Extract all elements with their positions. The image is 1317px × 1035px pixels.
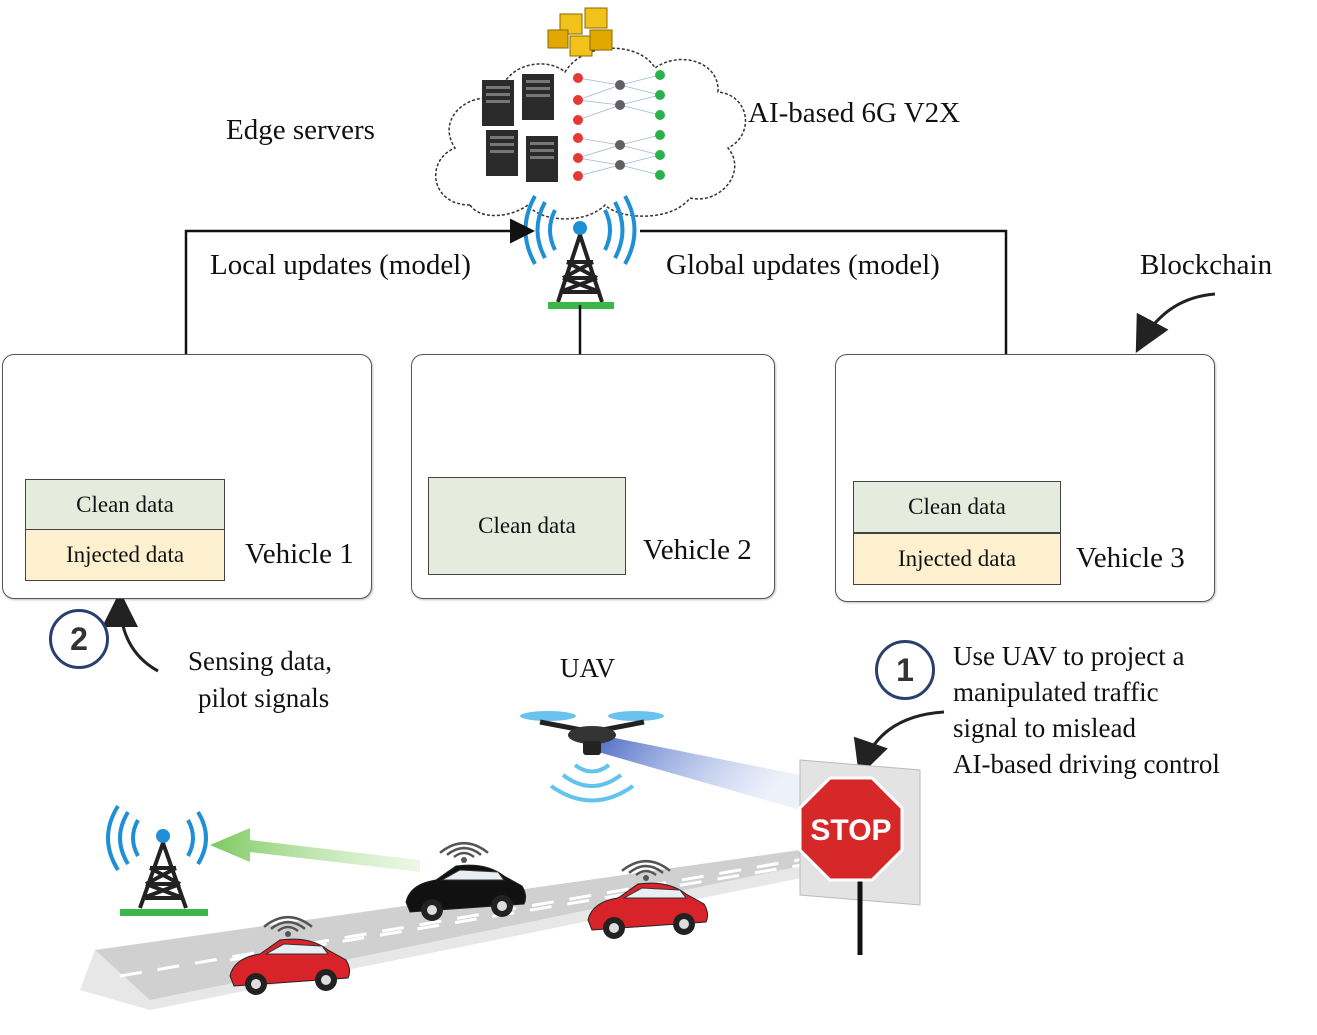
blockchain-cubes-icon [547,7,613,57]
road-car-icon [405,841,527,921]
pilot-signals-label: pilot signals [198,683,330,713]
roadside-base-station-icon [106,804,208,916]
blockchain-label: Blockchain [1140,249,1273,281]
edge-cloud [435,47,747,220]
vehicle-3-injected-data: Injected data [853,533,1061,585]
vehicle-1-clean-data: Clean data [25,479,225,531]
cloud-neural-network-icon [573,70,665,181]
step-2-badge: 2 [49,609,109,669]
local-updates-label: Local updates (model) [210,249,471,281]
vehicle-1-injected-data: Injected data [25,529,225,581]
vehicle-2-clean-data: Clean data [428,477,626,575]
ai-6g-v2x-label: AI-based 6G V2X [748,97,961,129]
road-vehicles [229,841,709,995]
vehicle-1-box: Clean data Injected data Vehicle 1 [2,354,372,599]
stop-sign-icon: STOP [798,759,921,955]
sensing-data-label: Sensing data, [188,646,332,676]
update-links [184,218,1008,355]
uplink-arrow [210,828,420,872]
attack-text-line-2: manipulated traffic [953,677,1159,707]
attack-text-line-1: Use UAV to project a [953,641,1185,671]
step-1-badge: 1 [875,640,935,700]
attack-text-line-3: signal to mislead [953,713,1136,743]
stop-sign-text: STOP [810,814,891,847]
attack-text-line-4: AI-based driving control [953,749,1220,779]
vehicle-1-label: Vehicle 1 [245,538,354,570]
vehicle-2-box: Clean data Vehicle 2 [411,354,775,599]
uav-label: UAV [560,653,616,683]
attack-arrow [853,710,945,777]
vehicle-3-clean-data: Clean data [853,481,1061,533]
vehicle-3-box: Clean data Injected data Vehicle 3 [835,354,1215,602]
road-car-icon [229,915,351,995]
global-updates-label: Global updates (model) [666,249,940,281]
vehicle-2-label: Vehicle 2 [643,534,752,566]
edge-servers-label: Edge servers [226,114,375,146]
sensing-data-arrow [102,591,159,673]
blockchain-arrow [1135,292,1216,353]
road-car-icon [587,859,709,939]
server-rack-icon [482,74,558,182]
vehicle-3-label: Vehicle 3 [1076,542,1185,574]
uav-drone-icon [520,711,800,810]
